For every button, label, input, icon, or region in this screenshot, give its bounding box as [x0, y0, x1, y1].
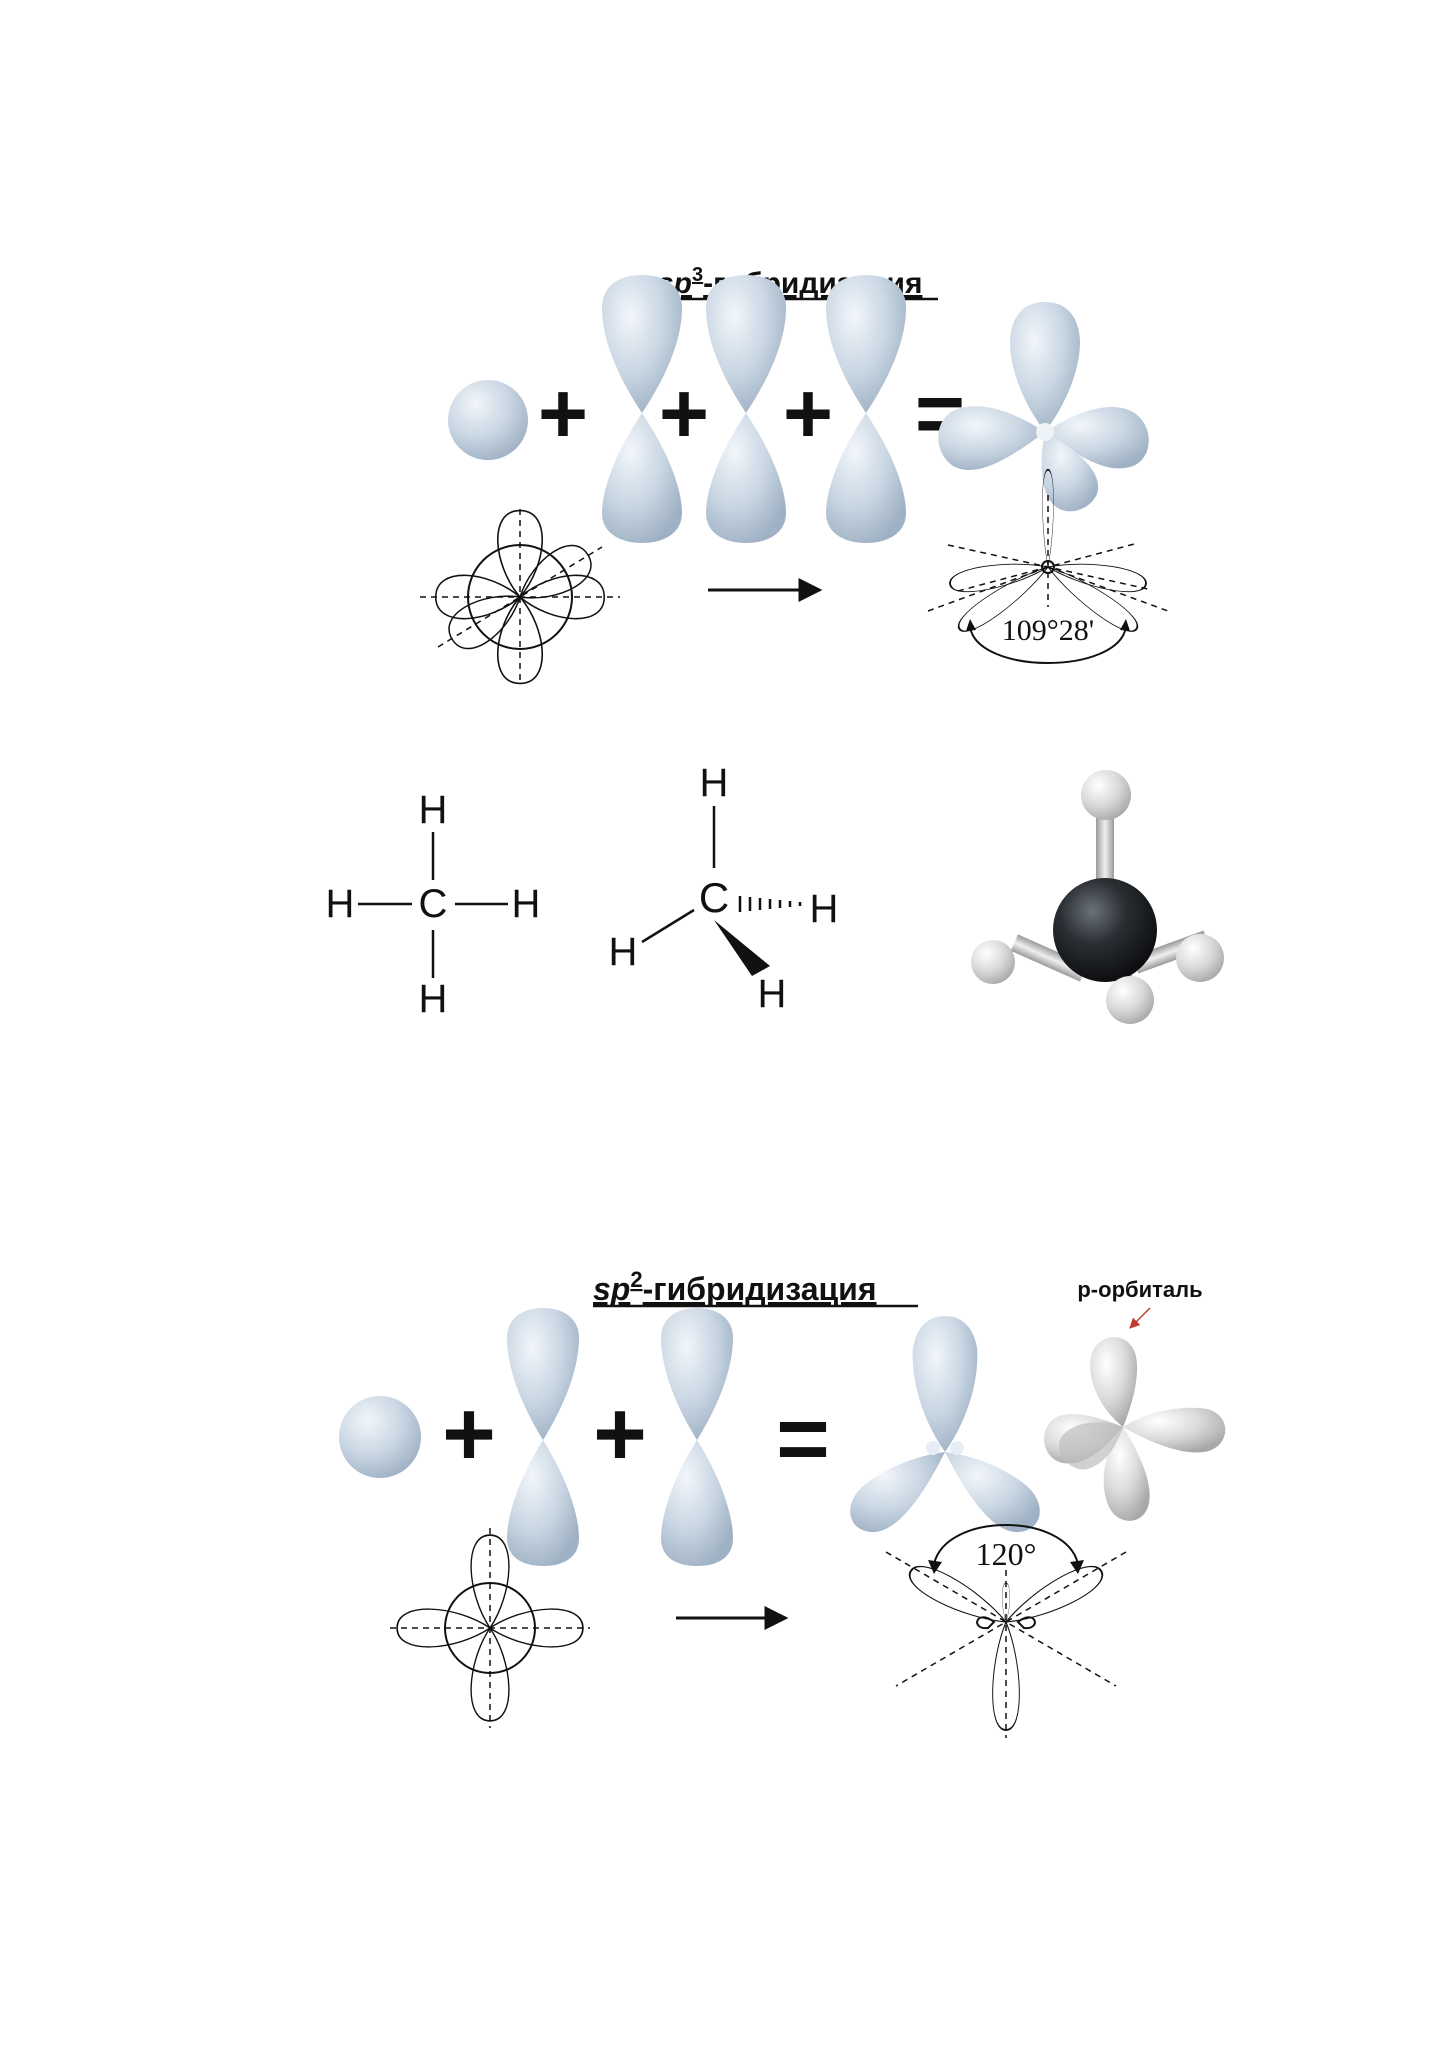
sp2-equals: =: [776, 1388, 830, 1490]
wedge-h-right: H: [810, 887, 839, 931]
methane-h-bottom: H: [419, 977, 448, 1021]
sp2-s-orbital: [339, 1396, 421, 1478]
wedge-h-top: H: [700, 761, 729, 805]
wedge-h-bottom: H: [758, 972, 787, 1016]
sp3-angle-label: 109°28': [1002, 614, 1094, 647]
sp3-plus-3: +: [783, 366, 833, 462]
methane-h-right: H: [512, 882, 541, 926]
sp2-p-orbital-2: [661, 1308, 733, 1566]
sp2-unhybridized-diagram: [390, 1528, 590, 1728]
sp3-hybrid-orbitals: [938, 302, 1149, 512]
sp3-hybrid-diagram: [927, 468, 1169, 664]
sp3-p-orbital-1: [602, 275, 682, 543]
sp2-title-rest: -гибридизация: [643, 1271, 877, 1307]
p-orbital-gray-model: [1044, 1336, 1226, 1521]
sp2-plus-1: +: [442, 1383, 496, 1485]
p-orbital-label: p-орбиталь: [1077, 1277, 1202, 1302]
sp2-hybrid-orbitals: [850, 1316, 1040, 1533]
sp3-plus-1: +: [538, 366, 588, 462]
methane-structural-formula: H H C H H: [326, 788, 541, 1021]
sp2-title-sp: sp: [593, 1271, 630, 1307]
sp3-plus-2: +: [659, 366, 709, 462]
sp3-p-orbital-3: [826, 275, 906, 543]
wedge-h-left: H: [609, 930, 638, 974]
p-orbital-pointer: [1129, 1307, 1151, 1329]
methane-h-left: H: [326, 882, 355, 926]
sp3-s-orbital: [448, 380, 528, 460]
sp3-title-sup: 3: [692, 264, 703, 286]
methane-h-top: H: [419, 788, 448, 832]
sp3-p-orbital-2: [706, 275, 786, 543]
sp2-plus-2: +: [593, 1383, 647, 1485]
methane-c: C: [419, 882, 448, 926]
wedge-c: C: [699, 874, 729, 921]
sp2-angle-label: 120°: [976, 1536, 1037, 1572]
sp2-hybrid-diagram: [885, 1524, 1127, 1738]
sp2-p-orbital-1: [507, 1308, 579, 1566]
sp2-title: sp2-гибридизация: [593, 1267, 877, 1307]
methane-ball-and-stick: [971, 770, 1224, 1024]
sp3-unhybridized-diagram: [420, 509, 620, 685]
sp2-title-sup: 2: [630, 1267, 642, 1292]
methane-wedge-formula: H C H H H: [609, 761, 839, 1016]
